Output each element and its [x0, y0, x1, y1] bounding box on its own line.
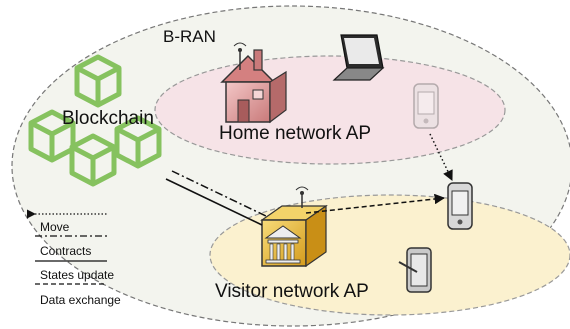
move-arrow: [429, 133, 453, 181]
legend-states-label: States update: [40, 268, 114, 282]
tablet-icon: [398, 247, 432, 293]
bran-label: B-RAN: [163, 27, 216, 46]
contracts-link: [171, 170, 269, 218]
visitor-ap-label: Visitor network AP: [215, 281, 369, 302]
phone-faded-icon: [413, 83, 439, 129]
data-exchange-arrow: [305, 193, 446, 214]
visitor-ap-building-icon: [260, 186, 328, 268]
blockchain-label: Blockchain: [62, 108, 154, 129]
phone-icon: [447, 182, 473, 230]
blockchain-icon: [28, 54, 162, 187]
legend: Move Contracts States update Data exchan…: [26, 209, 121, 307]
legend-move-label: Move: [40, 220, 70, 234]
laptop-icon: [332, 34, 385, 81]
home-ap-house-icon: [220, 42, 287, 124]
legend-data-label: Data exchange: [40, 293, 121, 307]
states-update-link: [165, 178, 263, 226]
home-ap-label: Home network AP: [219, 123, 371, 144]
legend-contracts-label: Contracts: [40, 244, 91, 258]
home-network-region: [154, 55, 506, 165]
